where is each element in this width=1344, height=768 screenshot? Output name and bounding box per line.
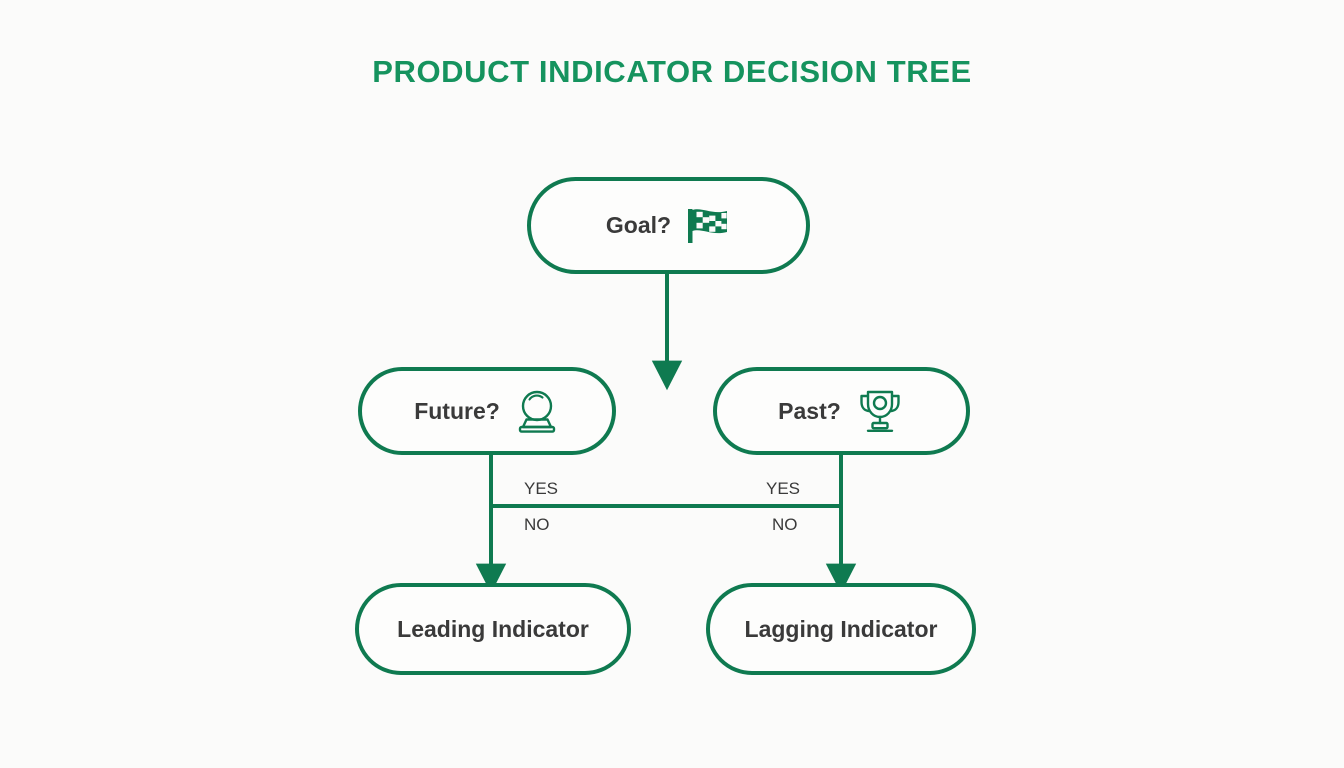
node-lagging-indicator[interactable]: Lagging Indicator — [706, 583, 976, 675]
edge-label-no-left: NO — [524, 515, 550, 534]
node-future-label: Future? — [414, 397, 500, 424]
edge-label-yes-right: YES — [766, 479, 801, 498]
node-future[interactable]: Future? — [358, 367, 616, 455]
edge-label-no-right: NO — [772, 515, 798, 534]
node-goal-label: Goal? — [605, 212, 672, 238]
node-lagging-indicator-label: Lagging Indicator — [744, 615, 938, 642]
node-past[interactable]: Past? — [713, 367, 970, 455]
node-goal[interactable]: Goal? — [527, 177, 810, 274]
crystal-ball-icon — [514, 387, 560, 435]
checkered-flag-icon — [685, 206, 731, 246]
trophy-icon — [855, 387, 905, 435]
node-past-label: Past? — [778, 397, 841, 424]
page-title: PRODUCT INDICATOR DECISION TREE — [372, 54, 972, 89]
node-leading-indicator[interactable]: Leading Indicator — [355, 583, 631, 675]
edge-label-yes-left: YES — [524, 479, 559, 498]
node-leading-indicator-label: Leading Indicator — [397, 615, 589, 642]
